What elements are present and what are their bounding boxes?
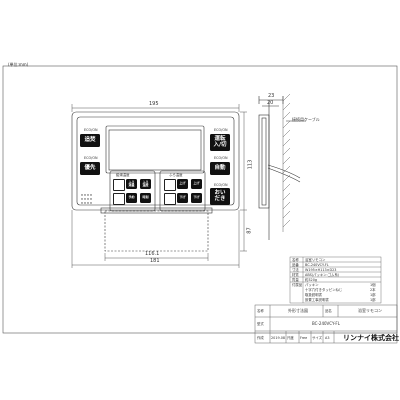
unit-note: (単位:mm) (8, 62, 29, 67)
spec-row-6-qty: 2本 (370, 288, 376, 292)
power-button[interactable]: 運転 入/切 (210, 134, 230, 151)
spec-row-8-qty: 1部 (370, 298, 376, 302)
dim-width-inner: 116.1 (145, 251, 160, 257)
spec-row-1-label: 品番 (292, 263, 299, 267)
title-block-grid (254, 304, 398, 344)
dim-width-base: 181 (150, 258, 160, 264)
spec-row-7-qty: 1部 (370, 293, 376, 297)
eco-tag-right-mid: ECO/ON (214, 156, 228, 160)
spec-row-5-label: 付属品 (292, 283, 303, 287)
eco-tag-right-top: ECO/ON (214, 128, 228, 132)
clock-button[interactable]: 時刻 (140, 193, 151, 203)
right-mid-button-1[interactable]: 上げ (177, 179, 188, 189)
auto-button[interactable]: 自動 (210, 162, 230, 175)
wall-hatch (282, 93, 291, 232)
tb-model-value: BC-240VCY-FL (312, 321, 340, 326)
spec-row-1-value: BC-240VCY-FL (305, 263, 329, 267)
dim-width-outer: 195 (149, 101, 159, 107)
oidaki-button[interactable]: おい だき (210, 188, 230, 205)
eco-tag-left-top: ECO/ON (84, 128, 98, 132)
spec-row-2-value: W195×H113×D23 (305, 268, 337, 272)
bath-temp-down-button[interactable] (164, 193, 176, 205)
spec-row-3-label: 材質 (292, 273, 299, 277)
cable-label: 接続用ケーブル (292, 117, 320, 122)
tb-name-value: 外形寸法図 (288, 308, 308, 313)
company-logo: リンナイ株式会社 (343, 334, 399, 342)
tb-size-value: A3 (325, 336, 330, 340)
right-mid-button-4[interactable]: 下げ (191, 193, 202, 203)
right-mid-button-3[interactable]: 上げ (191, 179, 202, 189)
tb-name-label: 名称 (257, 309, 264, 313)
tb-size-label: サイズ (312, 336, 323, 340)
eco-tag-right-bottom: ECO/ON (214, 183, 228, 187)
spec-row-0-label: 名称 (292, 258, 299, 262)
reserve-button[interactable]: 予約 (126, 193, 137, 203)
tb-product-value: 浴室リモコン (358, 308, 382, 313)
tb-product-label: 品名 (325, 309, 332, 313)
bath-volume-button[interactable]: ふろ 湯量 (126, 179, 137, 189)
dim-side-depth: 23 (268, 93, 275, 99)
reheat-button[interactable]: 追焚 (80, 134, 100, 147)
spec-row-0-value: 浴室リモコン (305, 258, 326, 262)
front-view (71, 111, 240, 252)
spec-row-4-label: 質量 (292, 278, 299, 282)
spec-table-grid (289, 256, 382, 304)
tb-scale-value: Free (300, 336, 308, 340)
bath-temp-up-button[interactable] (164, 179, 176, 191)
tb-date-label: 作成 (257, 336, 264, 340)
spec-row-2-label: 寸法 (292, 268, 299, 272)
spec-row-5-qty: 1個 (370, 283, 376, 287)
tb-scale-label: 尺度 (287, 336, 294, 340)
spec-row-6-item: 十字穴付きタッピンねじ (305, 288, 343, 292)
spec-row-3-value: ABS(パッキン:ゴム系) (305, 273, 340, 277)
spec-row-5-item: パッキン (305, 283, 319, 287)
hot-water-down-button[interactable] (113, 193, 125, 205)
tb-date-value: 2019.08 (271, 336, 286, 340)
spec-row-4-value: 約320g (305, 278, 318, 282)
right-group-title: ふろ温度 (169, 173, 183, 177)
dimension-lines (71, 104, 247, 268)
side-view (258, 96, 306, 240)
spec-row-8-item: 設置工事説明書 (305, 298, 329, 302)
tb-model-label: 型式 (257, 322, 264, 326)
hot-water-up-button[interactable] (113, 179, 125, 191)
dim-side-inner: 20 (267, 100, 274, 106)
right-mid-button-2[interactable]: 下げ (177, 193, 188, 203)
spec-row-7-item: 取扱説明書 (305, 293, 322, 297)
eco-tag-left-mid: ECO/ON (84, 156, 98, 160)
left-group-title: 給湯温度 (116, 173, 130, 177)
priority-button[interactable]: 優先 (80, 162, 100, 175)
dim-height-outer: 113 (247, 159, 254, 170)
bath-temp-button[interactable]: ふろ 温度 (140, 179, 151, 189)
dim-height-inner: 87 (246, 227, 253, 234)
